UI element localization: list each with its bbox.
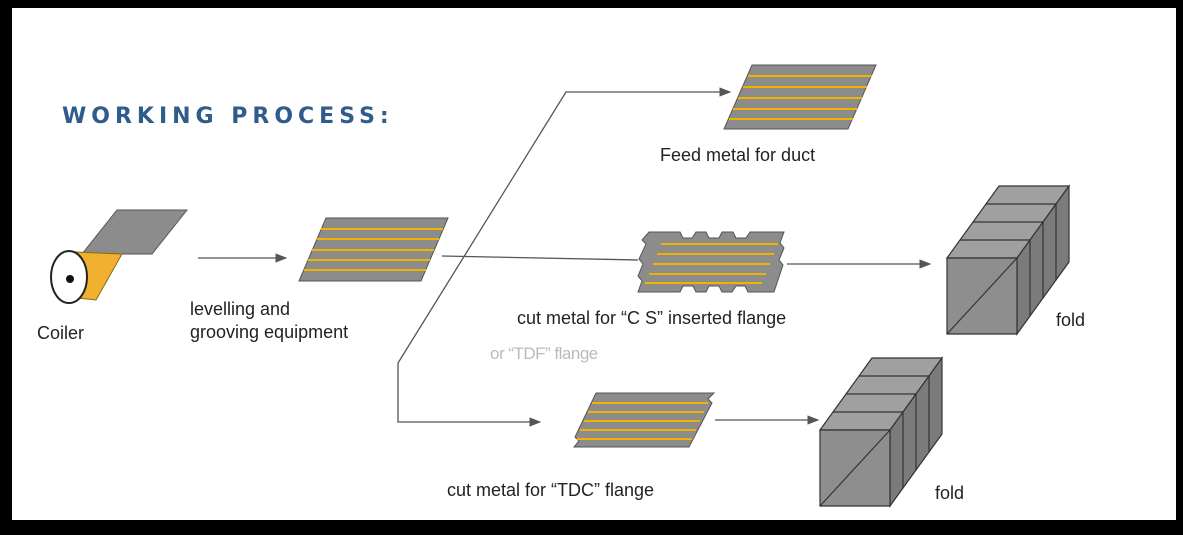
fold-box-top <box>945 184 1071 336</box>
tdc-flange-sheet <box>572 392 716 448</box>
cs-flange-label-ghost: or “TDF” flange <box>490 344 598 363</box>
cs-flange-sheet <box>637 231 785 293</box>
diagram-canvas: WORKING PROCESS: Coiler levelling and gr… <box>12 8 1176 520</box>
duct-label: Feed metal for duct <box>660 145 816 165</box>
arrow-to-duct <box>397 87 732 364</box>
flow-arrows <box>198 87 932 427</box>
levelling-label-line1: levelling and <box>190 299 291 319</box>
coiler-hub <box>66 275 74 283</box>
line-to-cs-sheet <box>441 255 639 261</box>
coiler-sheet <box>80 209 189 255</box>
tdc-flange-label: cut metal for “TDC” flange <box>447 480 655 500</box>
arrow-to-tdc <box>397 363 542 427</box>
fold-box-bottom <box>818 356 944 508</box>
coiler-label: Coiler <box>37 323 85 343</box>
duct-sheet <box>723 64 877 130</box>
fold-label-top: fold <box>1056 310 1086 330</box>
coiler-graphic <box>50 209 189 304</box>
process-diagram <box>50 64 1071 508</box>
grooved-sheet <box>298 217 449 282</box>
fold-label-bottom: fold <box>935 483 965 503</box>
page-title: WORKING PROCESS: <box>62 104 394 129</box>
cs-flange-label: cut metal for “C S” inserted flange <box>517 308 787 328</box>
levelling-label-line2: grooving equipment <box>190 322 349 342</box>
